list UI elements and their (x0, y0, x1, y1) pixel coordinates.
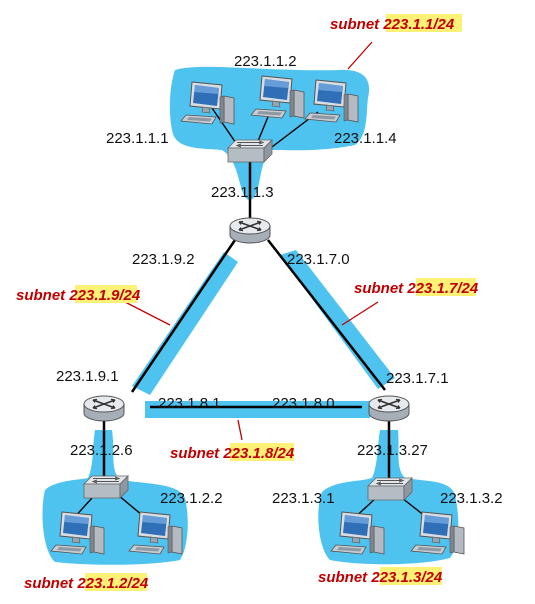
subnet-prefix: 223.1.3/24 (370, 569, 443, 586)
subnet-area-223-1-7 (280, 250, 395, 389)
address-label: 223.1.8.1 (158, 395, 221, 412)
subnet-label-223-1-8: subnet 223.1.8/24 (170, 443, 295, 462)
address-label: 223.1.8.0 (272, 395, 335, 412)
address-label: 223.1.3.2 (440, 490, 503, 507)
address-label: 223.1.3.1 (272, 490, 335, 507)
address-label: 223.1.1.3 (211, 184, 274, 201)
address-label: 223.1.1.2 (234, 53, 297, 70)
subnet-word: subnet (16, 287, 66, 304)
switch-icon (367, 477, 413, 501)
subnet-prefix: 223.1.2/24 (76, 575, 149, 592)
address-label: 223.1.3.27 (357, 442, 428, 459)
subnet-area-223-1-8 (145, 401, 370, 418)
address-label: 223.1.9.1 (56, 368, 119, 385)
subnet-label-223-1-3: subnet 223.1.3/24 (318, 567, 443, 586)
svg-text:subnet 223.1.1/24: subnet 223.1.1/24 (330, 16, 455, 33)
annotation-line-s7 (341, 301, 379, 326)
svg-text:subnet 223.1.2/24: subnet 223.1.2/24 (24, 575, 149, 592)
svg-text:subnet 223.1.7/24: subnet 223.1.7/24 (354, 280, 479, 297)
svg-text:subnet 223.1.9/24: subnet 223.1.9/24 (16, 287, 141, 304)
subnet-word: subnet (170, 445, 220, 462)
switch-icon (227, 139, 273, 163)
subnet-word: subnet (318, 569, 368, 586)
address-label: 223.1.1.4 (334, 130, 397, 147)
link-router-top-router-right (267, 239, 386, 391)
address-label: 223.1.7.1 (386, 370, 449, 387)
router-icon (229, 217, 271, 244)
link-router-top-router-left (130, 239, 237, 393)
address-label: 223.1.2.6 (70, 442, 133, 459)
router-icon (83, 395, 125, 422)
switch-icon (83, 475, 129, 499)
router-icon (368, 395, 410, 422)
address-label: 223.1.1.1 (106, 130, 169, 147)
subnet-prefix: 223.1.7/24 (406, 280, 479, 297)
subnet-word: subnet (354, 280, 404, 297)
subnet-prefix: 223.1.9/24 (68, 287, 141, 304)
subnet-prefix: 223.1.8/24 (222, 445, 295, 462)
subnet-label-223-1-9: subnet 223.1.9/24 (16, 285, 141, 304)
subnet-label-223-1-1: subnet 223.1.1/24 (330, 14, 462, 33)
annotation-line-s9 (124, 301, 171, 326)
subnet-label-223-1-2: subnet 223.1.2/24 (24, 573, 149, 592)
address-label: 223.1.7.0 (287, 251, 350, 268)
subnet-prefix: 223.1.1/24 (382, 16, 455, 33)
subnet-word: subnet (330, 16, 380, 33)
subnet-label-223-1-7: subnet 223.1.7/24 (354, 278, 479, 297)
subnet-word: subnet (24, 575, 74, 592)
annotation-line-s1 (347, 41, 373, 70)
svg-text:subnet 223.1.3/24: subnet 223.1.3/24 (318, 569, 443, 586)
subnet-area-223-1-9 (132, 252, 238, 395)
links (102, 160, 391, 480)
address-label: 223.1.2.2 (160, 490, 223, 507)
svg-text:subnet 223.1.8/24: subnet 223.1.8/24 (170, 445, 295, 462)
address-label: 223.1.9.2 (132, 251, 195, 268)
annotation-line-s8 (237, 419, 243, 441)
